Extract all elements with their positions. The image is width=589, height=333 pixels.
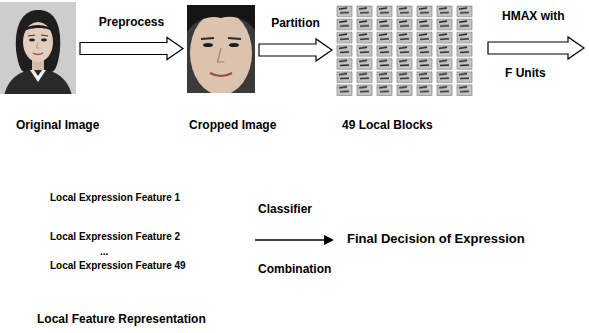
fringe	[20, 25, 56, 34]
feature-label: Local Expression Feature 2	[50, 231, 180, 243]
image-box: 49 Local Blocks	[336, 5, 476, 97]
ellipsis: ...	[100, 246, 108, 258]
block-arrow	[80, 38, 183, 60]
nose	[37, 42, 40, 48]
collar	[30, 70, 46, 82]
image-caption: Original Image	[16, 119, 99, 133]
shirt	[4, 70, 72, 94]
block-arrow	[259, 39, 332, 61]
eye	[203, 43, 213, 47]
brows	[28, 35, 48, 36]
cropped-photo	[187, 5, 255, 93]
image-box: Original Image	[0, 2, 76, 94]
photo-background	[0, 2, 76, 94]
arrow-head	[324, 235, 334, 245]
image-box: Cropped Image	[187, 5, 255, 93]
result-label: Final Decision of Expression	[347, 232, 525, 247]
image-caption: 49 Local Blocks	[342, 119, 433, 133]
arrow-line	[255, 239, 326, 241]
original-photo	[0, 2, 76, 94]
section-label: Local Feature Representation	[37, 313, 206, 327]
arrow-label: Classifier	[258, 203, 312, 217]
eye	[229, 43, 239, 47]
eye	[29, 39, 35, 42]
face	[190, 11, 252, 93]
arrow-label: HMAX with	[502, 10, 565, 24]
feature-label: Local Expression Feature 1	[50, 192, 180, 204]
arrow-label: F Units	[505, 67, 546, 81]
arrow-label: Preprocess	[97, 16, 166, 30]
hair	[187, 5, 255, 32]
feature-label: Local Expression Feature 49	[50, 260, 186, 272]
hair	[16, 10, 60, 72]
eye	[41, 39, 47, 42]
arrow-label: Partition	[269, 17, 322, 31]
block-grid	[336, 5, 476, 97]
image-caption: Cropped Image	[189, 119, 276, 133]
block-arrow	[488, 37, 584, 59]
arrow-label: Combination	[258, 263, 331, 277]
mouth	[210, 73, 232, 76]
mouth	[33, 53, 43, 55]
brows	[201, 38, 241, 39]
nose	[218, 48, 225, 62]
